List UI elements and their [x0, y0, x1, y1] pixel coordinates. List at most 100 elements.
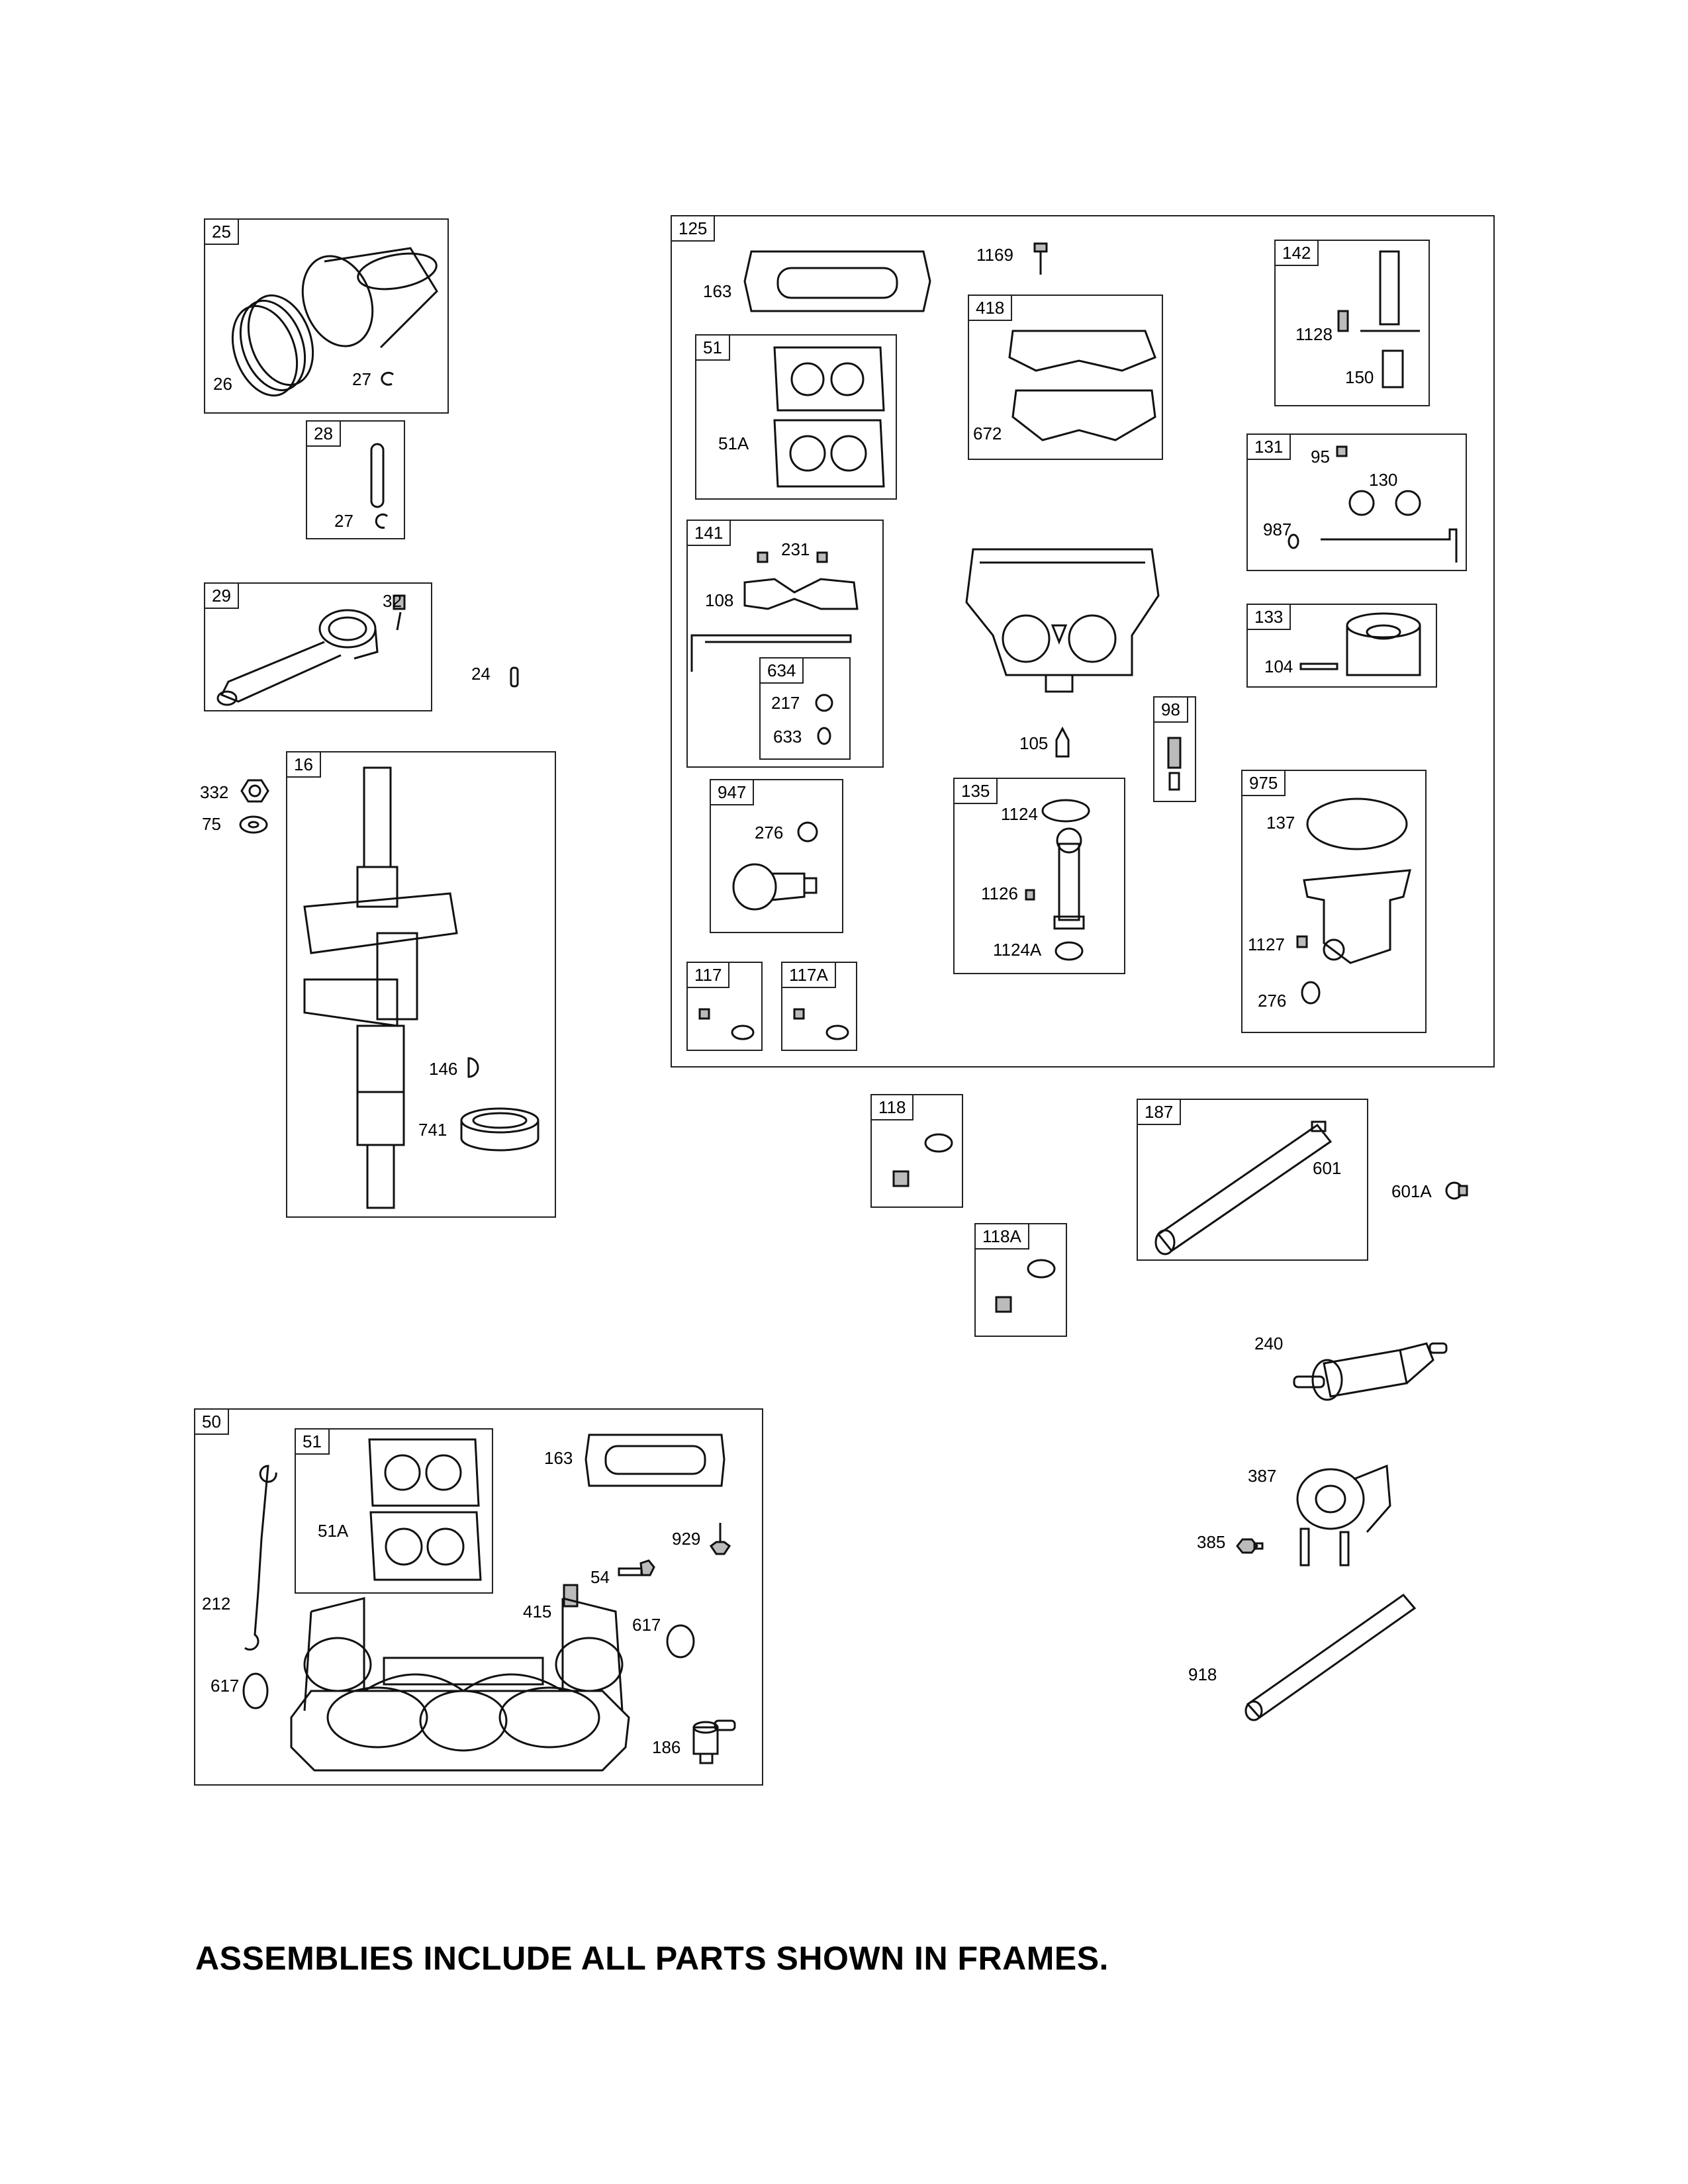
float-bowl-art	[1025, 799, 1090, 961]
frame-tag: 25	[205, 220, 239, 245]
frame-tag: 118A	[976, 1224, 1029, 1250]
screw-seal-icons	[995, 1259, 1056, 1313]
callout-95: 95	[1311, 447, 1330, 467]
frame-29-connecting-rod: 29	[204, 582, 432, 711]
gasket-pair-art	[773, 346, 885, 488]
choke-plate-art	[1337, 250, 1420, 388]
callout-163: 163	[703, 281, 732, 301]
frame-98-main-jet: 98	[1153, 696, 1196, 802]
gasket-pair-art	[368, 1438, 482, 1581]
callout-387: 387	[1248, 1466, 1277, 1486]
screw-icon	[618, 1559, 655, 1576]
frame-tag: 29	[205, 584, 239, 609]
frame-tag: 133	[1248, 605, 1291, 630]
callout-633: 633	[773, 727, 802, 747]
fitting-icon	[692, 1719, 736, 1764]
dowel-pin-icon	[510, 666, 519, 688]
callout-26: 26	[213, 374, 232, 394]
assembly-note: ASSEMBLIES INCLUDE ALL PARTS SHOWN IN FR…	[195, 1940, 1109, 1977]
callout-617: 617	[211, 1676, 240, 1696]
callout-27: 27	[334, 511, 353, 531]
callout-108: 108	[705, 590, 734, 610]
frame-50-intake-manifold: 50	[194, 1408, 763, 1786]
callout-415: 415	[523, 1602, 552, 1621]
frame-tag: 117	[688, 963, 730, 988]
piston-pin-art	[370, 443, 389, 529]
frame-tag: 187	[1138, 1100, 1182, 1125]
callout-51A: 51A	[318, 1521, 349, 1541]
callout-385: 385	[1197, 1532, 1226, 1552]
callout-146: 146	[429, 1059, 458, 1079]
throttle-kit-art	[1288, 445, 1458, 563]
callout-217: 217	[771, 693, 800, 713]
washer-icon	[239, 815, 268, 834]
frame-118A-screw-kit: 118A	[974, 1223, 1067, 1337]
bolt-icon	[709, 1523, 731, 1555]
hex-nut-icon	[240, 779, 269, 803]
frame-28-piston-pin: 28	[306, 420, 405, 539]
screw-seal-icons	[793, 1008, 849, 1040]
screw-seal-icons	[698, 1008, 755, 1040]
fuel-inlet-art	[1296, 797, 1411, 1005]
callout-104: 104	[1264, 657, 1293, 676]
callout-276: 276	[755, 823, 784, 842]
timing-gear-art	[460, 1107, 539, 1152]
intake-manifold-art	[290, 1597, 630, 1772]
frame-tag: 51	[696, 336, 730, 361]
frame-947-solenoid: 947	[710, 779, 843, 933]
fuel-pump-art	[1296, 1464, 1391, 1567]
frame-117A-screw-kit: 117A	[781, 962, 857, 1051]
manifold-gasket-art	[585, 1433, 726, 1487]
callout-672: 672	[973, 424, 1002, 443]
callout-741: 741	[418, 1120, 447, 1140]
frame-131-throttle-kit: 131	[1246, 433, 1467, 571]
frame-634-bowl-kit: 634	[759, 657, 851, 760]
callout-32: 32	[383, 591, 402, 611]
screw-icon	[1033, 242, 1048, 275]
frame-16-crankshaft: 16	[286, 751, 556, 1218]
gasket-kit-art	[1008, 330, 1156, 441]
fuel-hose-918-art	[1244, 1593, 1417, 1721]
callout-918: 918	[1188, 1664, 1217, 1684]
seal-icons	[815, 694, 833, 745]
o-ring-icon	[666, 1624, 695, 1659]
linkage-art	[690, 551, 859, 672]
frame-tag: 141	[688, 521, 731, 546]
callout-105: 105	[1019, 733, 1049, 753]
bolt-icon	[1236, 1538, 1264, 1554]
piston-ring-set-art	[231, 247, 438, 397]
carburetor-gasket-art	[743, 250, 931, 312]
callout-929: 929	[672, 1529, 701, 1549]
callout-276: 276	[1258, 991, 1287, 1011]
frame-tag: 131	[1248, 435, 1291, 460]
callout-54: 54	[590, 1567, 610, 1587]
spring-link-art	[244, 1465, 277, 1651]
needle-icon	[1055, 726, 1070, 758]
callout-231: 231	[781, 539, 810, 559]
float-art	[1299, 612, 1421, 676]
callout-240: 240	[1254, 1334, 1284, 1353]
callout-1169: 1169	[976, 245, 1013, 265]
frame-187-fuel-line: 187	[1137, 1099, 1368, 1261]
callout-163: 163	[544, 1448, 573, 1468]
callout-601: 601	[1313, 1158, 1342, 1178]
callout-186: 186	[652, 1737, 681, 1757]
fuel-filter-art	[1293, 1342, 1448, 1401]
carburetor-body-art	[965, 548, 1160, 693]
frame-tag: 634	[761, 659, 804, 684]
callout-987: 987	[1263, 520, 1292, 539]
frame-tag: 118	[872, 1095, 914, 1120]
frame-418-carburetor-gasket-kit: 418	[968, 295, 1163, 460]
callout-1124A: 1124A	[993, 940, 1042, 960]
solenoid-art	[732, 821, 818, 911]
frame-51-gasket-set: 51	[295, 1428, 493, 1594]
callout-1126: 1126	[981, 884, 1018, 903]
callout-27: 27	[352, 369, 371, 389]
hose-clamp-icon	[1445, 1181, 1468, 1200]
frame-142-choke-kit: 142	[1274, 240, 1430, 406]
callout-1124: 1124	[1001, 804, 1038, 824]
callout-137: 137	[1266, 813, 1295, 833]
o-ring-icon	[242, 1672, 269, 1709]
callout-24: 24	[471, 664, 491, 684]
callout-601A: 601A	[1391, 1181, 1432, 1201]
